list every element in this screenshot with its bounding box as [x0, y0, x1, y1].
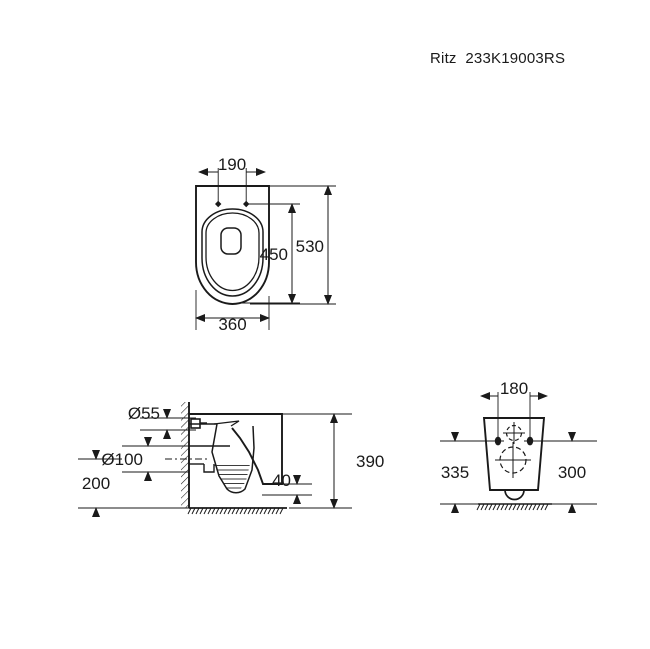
dim-label-450: 450	[260, 245, 288, 264]
rim-shelf	[213, 420, 240, 427]
seat-ring-outer	[201, 208, 264, 297]
floor-hatch	[187, 507, 284, 515]
floor-hatch	[476, 503, 549, 511]
dim-label-d55: Ø55	[128, 404, 160, 423]
dim-label-40: 40	[272, 471, 291, 490]
dim-label-d100: Ø100	[101, 450, 143, 469]
side-view: Ø55 Ø100 200 40 390	[78, 402, 384, 517]
front-view-outline	[482, 417, 546, 491]
dim-label-360: 360	[218, 315, 246, 334]
water-seal-hatch	[214, 464, 250, 492]
seat-ring-inner	[205, 212, 260, 292]
dim-label-300: 300	[558, 463, 586, 482]
dim-label-190: 190	[218, 155, 246, 174]
front-view: 180 335 300	[440, 379, 597, 513]
dim-label-180: 180	[500, 379, 528, 398]
top-view: 190 360 450 530	[195, 155, 336, 334]
bowl-outer-profile	[189, 413, 283, 485]
dim-label-530: 530	[296, 237, 324, 256]
bolt-hole-left-marker	[215, 200, 222, 208]
wall-hatch	[181, 402, 189, 508]
dim-label-390: 390	[356, 452, 384, 471]
flush-opening	[220, 227, 242, 255]
bottom-notch	[504, 489, 525, 501]
title-block: Ritz 233K19003RS	[430, 50, 566, 67]
dim-label-200: 200	[82, 474, 110, 493]
top-view-outline	[195, 185, 270, 305]
dim-label-335: 335	[441, 463, 469, 482]
outlet-step	[203, 464, 215, 473]
